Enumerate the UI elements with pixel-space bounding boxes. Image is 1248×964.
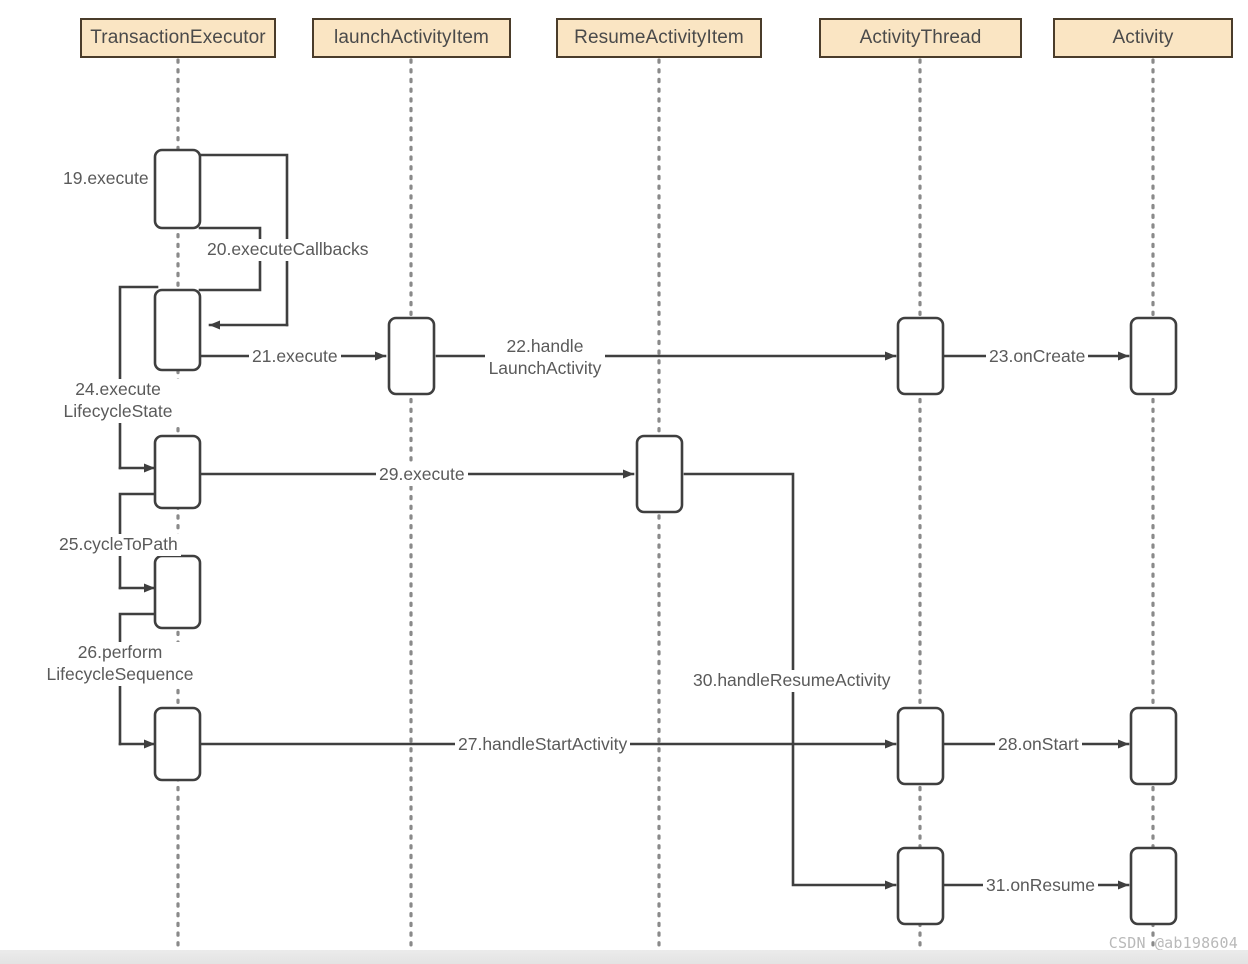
activation-lai-1 [387, 316, 436, 396]
message-label-22-line2: LaunchActivity [485, 357, 605, 380]
bottom-strip [0, 950, 1248, 964]
message-label-22-line1: 22.handle [485, 336, 605, 358]
activation-te-4 [153, 554, 202, 630]
message-label-28-onStart: 28.onStart [995, 734, 1082, 756]
participant-label: ActivityThread [859, 27, 982, 48]
message-label-26-line1: 26.perform [30, 642, 210, 664]
watermark: CSDN @ab198604 [1108, 934, 1238, 952]
participant-activityThread[interactable]: ActivityThread [819, 18, 1022, 58]
path-24-executeLifecycleState-out [118, 285, 159, 470]
participant-resumeActivityItem[interactable]: ResumeActivityItem [556, 18, 762, 58]
activation-act-1 [1129, 316, 1178, 396]
activation-te-1 [153, 148, 202, 230]
activation-act-2 [1129, 706, 1178, 786]
message-label-26-line2: LifecycleSequence [30, 663, 210, 686]
activation-act-3 [1129, 846, 1178, 926]
message-label-29-execute: 29.execute [376, 464, 468, 486]
path-26-performLifecycleSequence-out [118, 612, 159, 746]
message-label-24-executeLifecycleState: 24.execute LifecycleState [48, 379, 188, 423]
message-label-21-execute: 21.execute [249, 346, 341, 368]
participant-label: TransactionExecutor [90, 27, 266, 48]
activation-bars [153, 148, 1178, 926]
participant-transactionExecutor[interactable]: TransactionExecutor [80, 18, 276, 58]
message-label-23-onCreate: 23.onCreate [986, 346, 1089, 368]
path-20-executeCallbacks-out [198, 153, 289, 327]
message-label-25-cycleToPath: 25.cycleToPath [56, 534, 181, 556]
activation-rai-1 [635, 434, 684, 514]
message-label-19-execute: 19.execute [60, 168, 152, 190]
path-25-cycleToPath-out [118, 492, 159, 590]
activation-at-1 [896, 316, 945, 396]
activation-te-2 [153, 288, 202, 372]
message-paths [118, 153, 1130, 890]
message-label-30-handleResumeActivity: 30.handleResumeActivity [690, 670, 894, 692]
activation-at-3 [896, 846, 945, 926]
message-label-27-handleStartActivity: 27.handleStartActivity [455, 734, 631, 756]
message-label-31-onResume: 31.onResume [983, 875, 1098, 897]
activation-te-3 [153, 434, 202, 510]
message-label-22-handleLaunchActivity: 22.handle LaunchActivity [485, 336, 605, 380]
message-label-24-line1: 24.execute [48, 379, 188, 401]
participant-label: launchActivityItem [334, 27, 489, 48]
participant-activity[interactable]: Activity [1053, 18, 1233, 58]
participant-launchActivityItem[interactable]: launchActivityItem [312, 18, 511, 58]
message-label-24-line2: LifecycleState [48, 400, 188, 423]
message-label-26-performLifecycleSequence: 26.perform LifecycleSequence [30, 642, 210, 686]
participant-label: Activity [1112, 27, 1174, 48]
participant-label: ResumeActivityItem [574, 27, 744, 48]
message-label-20-executeCallbacks: 20.executeCallbacks [204, 239, 372, 261]
activation-te-5 [153, 706, 202, 782]
activation-at-2 [896, 706, 945, 786]
